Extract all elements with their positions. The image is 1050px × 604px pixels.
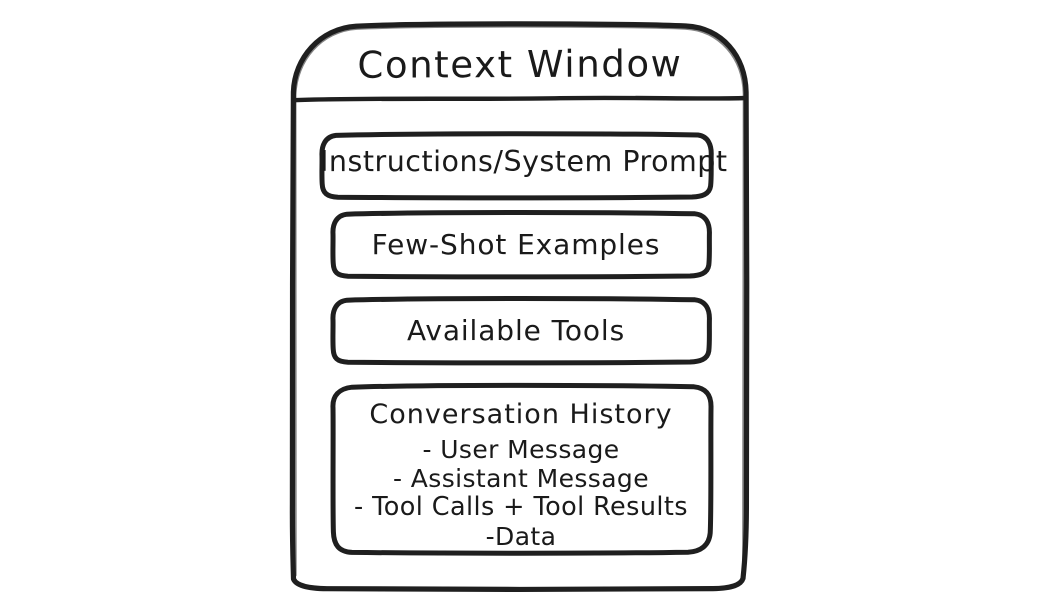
- section-label-available-tools: Available Tools: [406, 314, 626, 347]
- history-list-item: - User Message: [422, 435, 620, 464]
- section-label-few-shot: Few-Shot Examples: [371, 228, 661, 261]
- title-divider-shape: [291, 95, 748, 103]
- page-title: Context Window: [357, 42, 683, 87]
- section-label-instructions: Instructions/System Prompt: [320, 145, 728, 178]
- history-list-item: - Tool Calls + Tool Results: [354, 492, 688, 522]
- history-list-item: - Assistant Message: [393, 464, 649, 493]
- history-list-item: -Data: [485, 522, 557, 551]
- section-label-conversation-history: Conversation History: [369, 399, 673, 430]
